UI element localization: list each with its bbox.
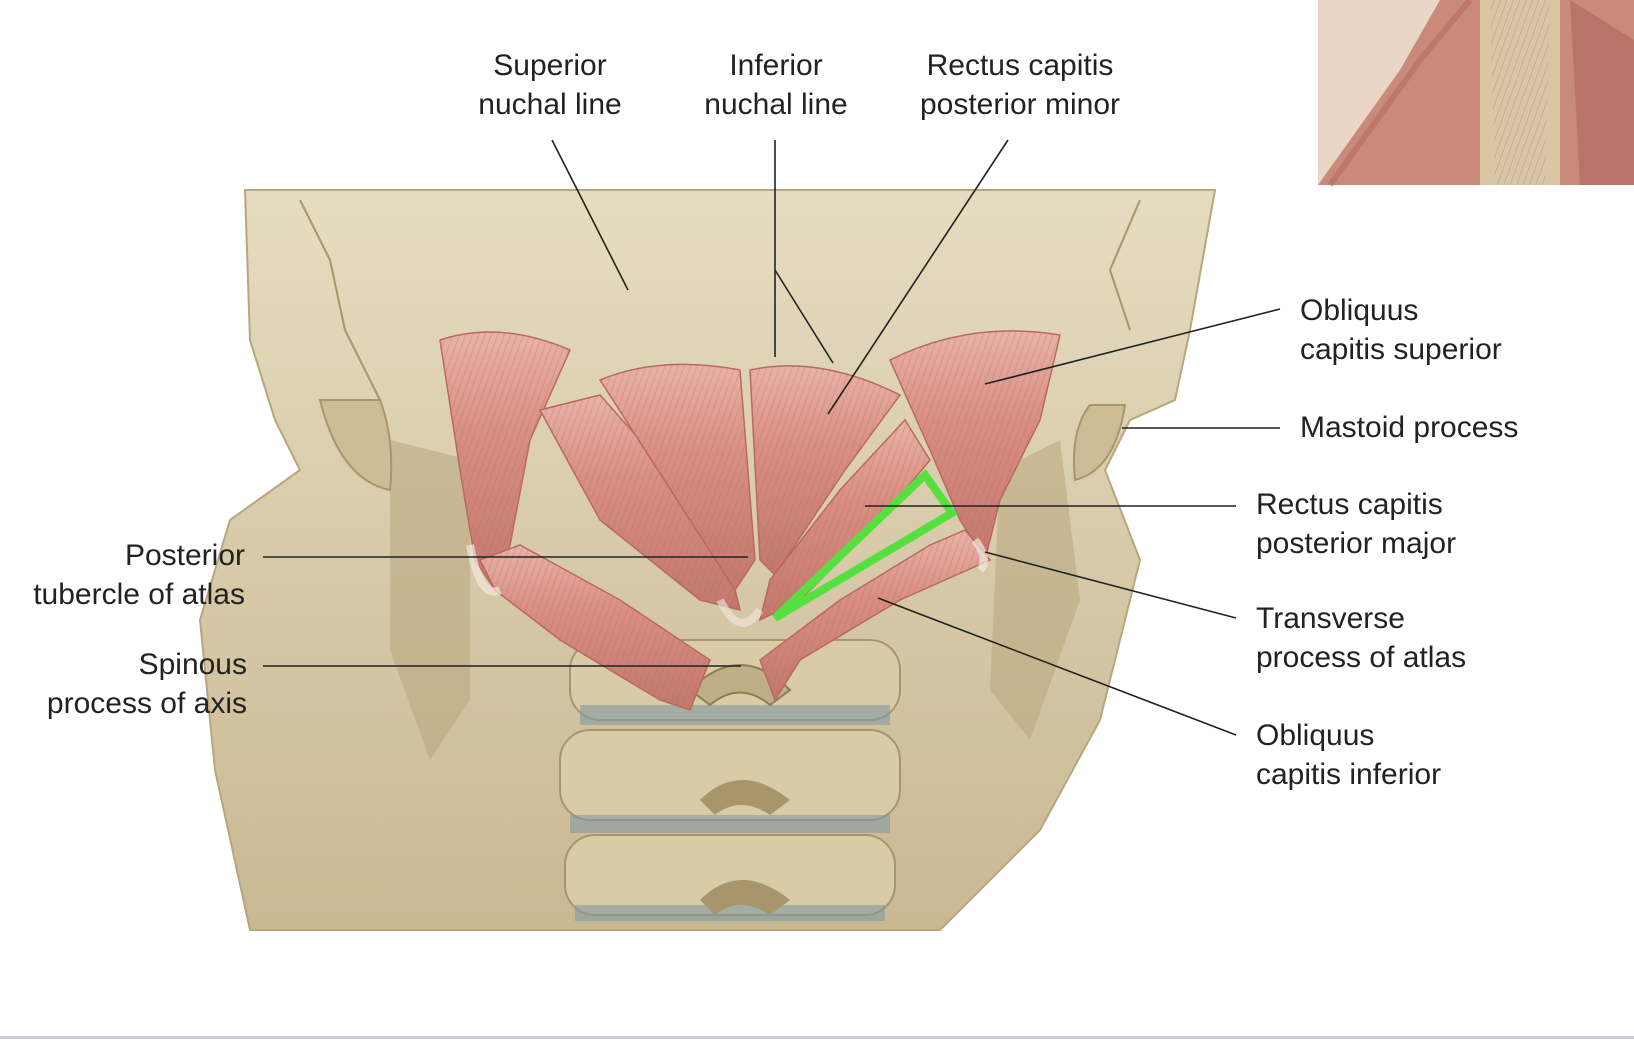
label-line: capitis inferior xyxy=(1256,758,1442,791)
label-line: posterior major xyxy=(1256,527,1457,560)
label-inferior-nuchal-line: Inferior nuchal line xyxy=(666,46,886,124)
label-line: process of atlas xyxy=(1256,641,1467,674)
label-line: capitis superior xyxy=(1300,333,1502,366)
label-line: Posterior xyxy=(124,539,245,572)
label-line: process of axis xyxy=(46,687,247,720)
label-line: Inferior xyxy=(729,49,823,82)
label-line: posterior minor xyxy=(919,88,1121,121)
cervical-vertebrae xyxy=(559,639,901,921)
label-transverse-process-of-atlas: Transverse process of atlas xyxy=(1256,599,1466,677)
label-line: Obliquus xyxy=(1256,719,1375,752)
bottom-divider xyxy=(0,1036,1634,1039)
label-line: nuchal line xyxy=(704,88,848,121)
label-line: Transverse xyxy=(1256,602,1405,635)
label-superior-nuchal-line: Superior nuchal line xyxy=(440,46,660,124)
label-obliquus-capitis-superior: Obliquus capitis superior xyxy=(1300,291,1502,369)
inset-thumbnail xyxy=(1318,0,1634,187)
leader-lines xyxy=(263,139,1281,736)
label-spinous-process-of-axis: Spinous process of axis xyxy=(10,645,247,723)
label-rectus-capitis-posterior-minor: Rectus capitis posterior minor xyxy=(890,46,1150,124)
label-posterior-tubercle-of-atlas: Posterior tubercle of atlas xyxy=(10,536,245,614)
label-line: nuchal line xyxy=(478,88,622,121)
label-line: Mastoid process xyxy=(1300,411,1519,444)
suboccipital-triangle-highlight xyxy=(772,468,958,622)
label-line: Spinous xyxy=(138,648,247,681)
label-mastoid-process: Mastoid process xyxy=(1300,408,1518,447)
label-obliquus-capitis-inferior: Obliquus capitis inferior xyxy=(1256,716,1441,794)
label-line: Superior xyxy=(493,49,607,82)
label-line: Rectus capitis xyxy=(926,49,1114,82)
label-line: tubercle of atlas xyxy=(33,578,245,611)
label-rectus-capitis-posterior-major: Rectus capitis posterior major xyxy=(1256,485,1456,563)
label-line: Rectus capitis xyxy=(1256,488,1443,521)
label-line: Obliquus xyxy=(1300,294,1419,327)
